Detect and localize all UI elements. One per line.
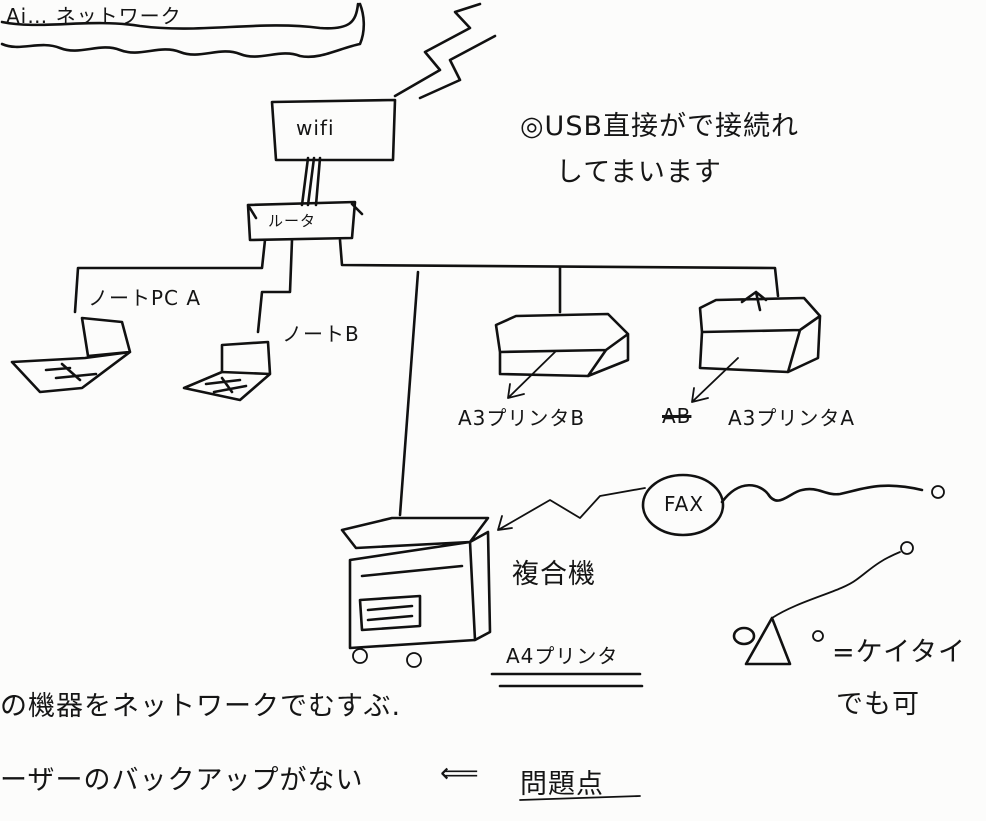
pc-b-label: ノートB [282, 322, 360, 346]
router-label: ルータ [268, 212, 317, 230]
router-bus-line [338, 238, 780, 298]
printer-b-label: A3プリンタB [458, 406, 586, 430]
fax-phone-line-wave [720, 483, 924, 504]
fax-circle [641, 473, 725, 537]
phone-circle-icon [732, 626, 756, 646]
mfp-wheel-left [352, 648, 368, 664]
laptop-a [10, 316, 132, 394]
wireless-signal-icon [393, 2, 482, 98]
usb-note-line-1: ◎USB直接がで接続れ [520, 111, 799, 142]
bus-to-mfp-line [398, 270, 420, 517]
phone-line-end [900, 541, 914, 555]
phone-dot-icon [812, 630, 824, 642]
phone-triangle-icon [744, 616, 792, 666]
wifi-box [270, 98, 397, 162]
wireless-signal-icon-2 [418, 34, 497, 100]
problem-underline [519, 795, 641, 801]
fax-line-end [931, 485, 945, 499]
usb-note-line-2: してまいます [556, 157, 722, 188]
router-box [246, 200, 364, 242]
bottom-note-line-1: の機器をネットワークでむすぶ. [0, 691, 402, 722]
wifi-label: wifi [296, 116, 335, 140]
fax-label: FAX [664, 492, 705, 516]
bottom-note-line-2: ーザーのバックアップがない [0, 765, 364, 796]
fax-to-mfp-arrow [497, 487, 646, 531]
phone-wireless-line [771, 551, 901, 619]
internet-cloud-outline [0, 2, 366, 59]
printer-b-arrow [507, 351, 556, 399]
bottom-note-arrow: ⟸ [440, 758, 480, 789]
mfp-label: 複合機 [512, 559, 596, 590]
wifi-router-cable [300, 156, 322, 207]
laptop-b [182, 340, 272, 402]
printer-b-box [494, 312, 630, 378]
printer-a-label: A3プリンタA [728, 406, 856, 430]
pc-a-label: ノートPC A [88, 286, 202, 310]
bottom-note-problem: 問題点 [520, 769, 604, 800]
mfp-body [340, 516, 492, 650]
title-fragment: Ai… ネットワーク [6, 4, 182, 28]
phone-label: =ケイタイ [832, 637, 967, 668]
a4-underline [490, 672, 644, 688]
router-to-pc-a-line [73, 238, 267, 314]
a4-printer-label: A4プリンタ [506, 644, 619, 668]
phone-sub-label: でも可 [836, 689, 920, 720]
printer-a-box [698, 290, 822, 374]
printer-a-arrow [691, 357, 739, 403]
router-to-pc-b-line [256, 238, 294, 334]
mfp-wheel-right [406, 652, 422, 668]
printer-a-struck-label: AB [662, 404, 692, 428]
